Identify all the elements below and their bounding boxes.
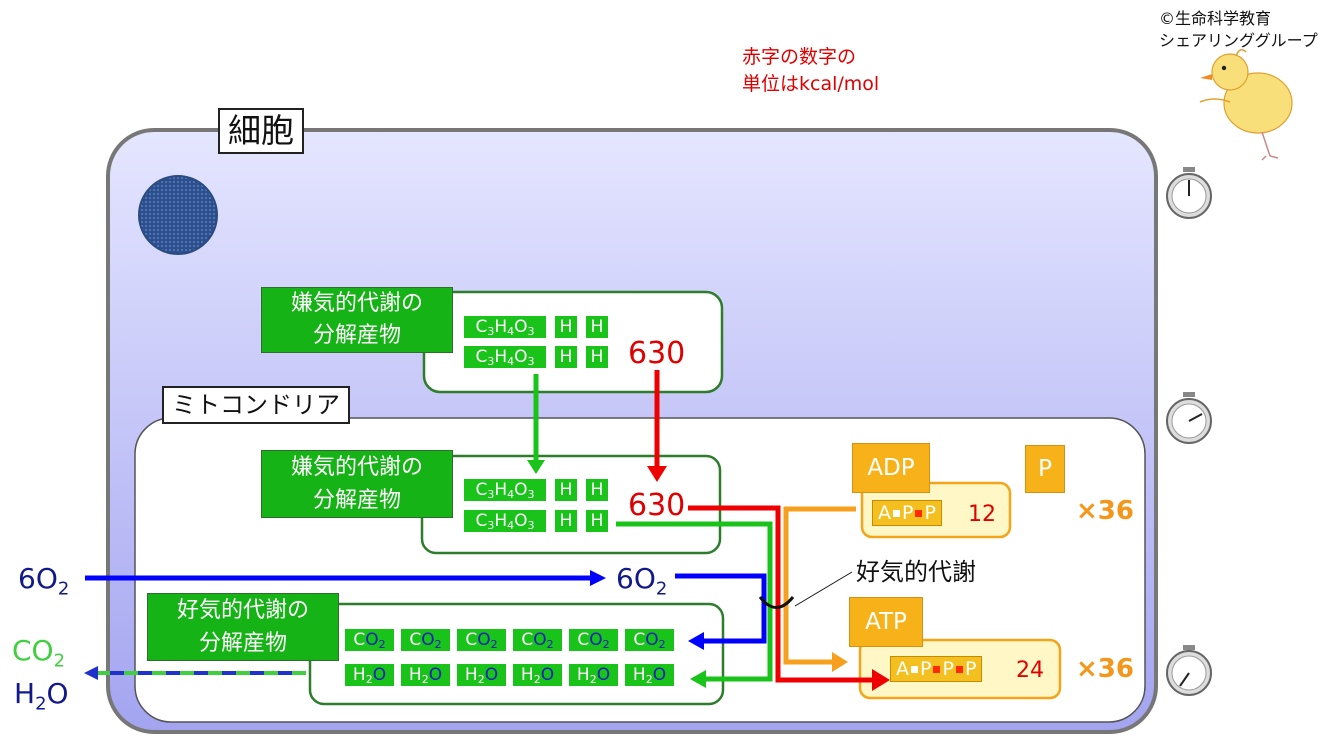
unit-note-line-2: 単位はkcal/mol xyxy=(742,73,880,95)
co2-cell: CO2 xyxy=(624,628,675,652)
co2-cell: CO2 xyxy=(512,628,563,652)
co2-output-label: CO2 xyxy=(12,634,66,672)
co2-cell: CO2 xyxy=(400,628,451,652)
adp-energy: 12 xyxy=(968,502,996,527)
pyruvate-cell: C3H4O3 xyxy=(463,345,547,369)
adenosine-label: A xyxy=(896,658,909,680)
energy-value-glycolysis: 630 xyxy=(628,336,686,371)
unit-note-line-1: 赤字の数字の xyxy=(742,46,857,68)
mitochondria-label: ミトコンドリア xyxy=(162,386,350,424)
anaerobic-products-text-top: 嫌気的代謝の分解産物 xyxy=(290,291,423,348)
hydrogen-cell: H xyxy=(585,345,609,369)
phosphate-label: P xyxy=(920,658,932,680)
h2o-cell: H2O xyxy=(344,663,395,687)
hydrogen-cell: H xyxy=(585,478,609,502)
chick-illustration xyxy=(1199,49,1293,161)
unit-note: 赤字の数字の 単位はkcal/mol xyxy=(742,44,879,98)
stopwatch-icon-1 xyxy=(1166,167,1212,219)
atp-multiplier: ×36 xyxy=(1076,654,1134,684)
hydrogen-cell: H xyxy=(554,509,578,533)
anaerobic-products-label-mito: 嫌気的代謝の分解産物 xyxy=(261,450,453,518)
pyruvate-cell: C3H4O3 xyxy=(463,478,547,502)
energy-value-mito: 630 xyxy=(628,488,686,523)
phosphate-label: P xyxy=(924,502,936,524)
phosphate-label: P xyxy=(942,658,954,680)
oxygen-mito-label: 6O2 xyxy=(616,562,668,600)
co2-cell: CO2 xyxy=(344,628,395,652)
phosphate-label: P xyxy=(902,502,914,524)
nucleus xyxy=(138,175,218,255)
atp-energy: 24 xyxy=(1016,658,1044,683)
h2o-cell: H2O xyxy=(456,663,507,687)
co2-cell: CO2 xyxy=(568,628,619,652)
hydrogen-cell: H xyxy=(554,345,578,369)
hydrogen-cell: H xyxy=(585,315,609,339)
h2o-cell: H2O xyxy=(568,663,619,687)
credit-line-1: ©生命科学教育 xyxy=(1159,9,1272,28)
credit-line-2: シェアリンググループ xyxy=(1159,31,1318,50)
anaerobic-products-text-mito: 嫌気的代謝の分解産物 xyxy=(290,455,423,513)
aerobic-metabolism-label: 好気的代謝 xyxy=(856,558,976,586)
stopwatch-icon-3 xyxy=(1166,645,1212,696)
pyruvate-cell: C3H4O3 xyxy=(463,315,547,339)
atp-tag: ATP xyxy=(849,597,923,647)
h2o-cell: H2O xyxy=(624,663,675,687)
aerobic-box xyxy=(308,602,725,706)
anaerobic-products-label-top: 嫌気的代謝の分解産物 xyxy=(261,287,453,353)
hydrogen-cell: H xyxy=(554,315,578,339)
h2o-cell: H2O xyxy=(512,663,563,687)
cell-label: 細胞 xyxy=(218,108,304,154)
adp-multiplier: ×36 xyxy=(1076,496,1134,526)
credit: ©生命科学教育 シェアリンググループ xyxy=(1159,8,1318,52)
adp-tag: ADP xyxy=(852,443,930,493)
h2o-output-label: H2O xyxy=(14,677,69,715)
aerobic-products-text: 好気的代謝の分解産物 xyxy=(176,598,309,656)
hydrogen-cell: H xyxy=(554,478,578,502)
oxygen-input-label: 6O2 xyxy=(18,562,70,600)
pyruvate-cell: C3H4O3 xyxy=(463,509,547,533)
co2-cell: CO2 xyxy=(456,628,507,652)
h2o-cell: H2O xyxy=(400,663,451,687)
stopwatch-icon-2 xyxy=(1166,392,1212,444)
phosphate-label: P xyxy=(964,658,977,680)
adenosine-label: A xyxy=(878,502,891,524)
hydrogen-cell: H xyxy=(585,509,609,533)
aerobic-products-label: 好気的代謝の分解産物 xyxy=(147,593,339,661)
phosphate-tag: P xyxy=(1025,445,1065,493)
